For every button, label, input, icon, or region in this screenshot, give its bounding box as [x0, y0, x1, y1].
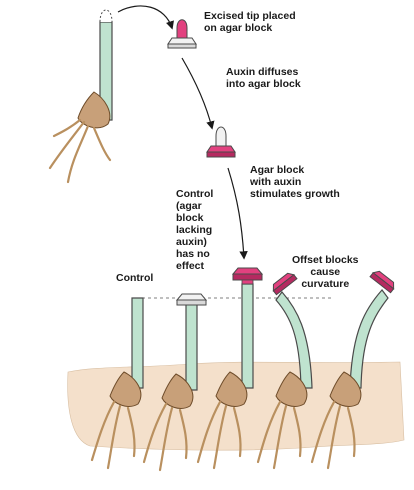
roots: [142, 402, 188, 472]
coleoptile-plain-block: [142, 293, 208, 472]
agar-block-with-auxin: [206, 126, 236, 158]
coleoptile-offset-right: [310, 270, 395, 470]
seed: [215, 371, 248, 407]
tip-on-agar-block: [167, 19, 197, 49]
label-offset-blocks: Offset blocks cause curvature: [292, 254, 359, 290]
label-agar-block-auxin: Agar block with auxin stimulates growth: [250, 164, 340, 200]
seed: [161, 373, 194, 409]
seed: [275, 371, 308, 407]
seed: [77, 91, 111, 129]
label-auxin-diffuses: Auxin diffuses into agar block: [226, 66, 301, 90]
curved-arrow-icon: [117, 5, 174, 30]
seedling-tip-removed: [48, 9, 113, 184]
curved-arrow-icon: [227, 167, 248, 260]
curved-arrow-icon: [181, 57, 215, 130]
seed: [109, 371, 142, 407]
label-excised-tip: Excised tip placed on agar block: [204, 10, 296, 34]
roots: [310, 400, 356, 470]
removed-tip-outline: [99, 9, 113, 23]
seed: [329, 371, 362, 407]
roots: [48, 118, 112, 184]
label-control: Control: [116, 272, 154, 284]
roots: [90, 400, 136, 470]
coleoptile-auxin-block: [196, 267, 264, 470]
label-control-note: Control (agar block lacking auxin) has n…: [176, 188, 214, 272]
roots: [256, 400, 302, 470]
coleoptile-control: [90, 297, 144, 470]
roots: [196, 400, 242, 470]
coleoptile-offset-left: [256, 272, 313, 470]
